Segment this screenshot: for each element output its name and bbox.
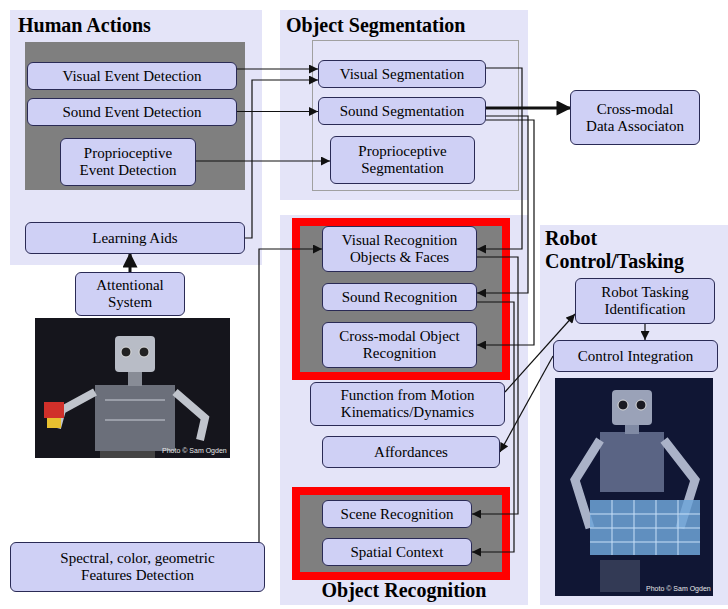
- connector-arrow: [237, 68, 318, 69]
- box-label: Attentional System: [82, 277, 178, 311]
- group-ground: [25, 42, 245, 190]
- robot-base: [600, 560, 640, 592]
- process-box: Attentional System: [75, 272, 185, 316]
- panel-ground: [280, 215, 528, 605]
- robot-head: [612, 390, 652, 425]
- box-label: Sound Recognition: [342, 289, 457, 306]
- robot-neck: [128, 370, 142, 386]
- box-label: Proprioceptive Segmentation: [337, 143, 468, 177]
- photo-ground: [35, 318, 230, 458]
- photo-credit: Photo © Sam Ogden: [646, 585, 711, 593]
- box-label: Function from Motion Kinematics/Dynamics: [317, 387, 498, 421]
- held-object: [47, 418, 61, 428]
- connector-arrow: [486, 107, 570, 110]
- process-box: Cross-modal Object Recognition: [322, 322, 477, 368]
- connector-arrow: [129, 254, 132, 272]
- highlight-frame: [296, 222, 506, 376]
- box-label: Spectral, color, geometric Features Dete…: [41, 550, 234, 584]
- connector-arrow: [644, 324, 645, 340]
- robot-eye: [121, 347, 131, 357]
- process-box: Affordances: [322, 436, 500, 468]
- box-label: Cross-modal Object Recognition: [329, 328, 470, 362]
- robot-head: [115, 336, 155, 372]
- robot-eye: [139, 347, 149, 357]
- region-panel: Object SegmentationVisual SegmentationSo…: [280, 10, 528, 200]
- connector-arrow: [477, 120, 534, 345]
- robot-photo: [555, 378, 713, 596]
- robot-torso: [95, 385, 175, 451]
- robot-torso: [600, 432, 664, 492]
- robot-detail: [105, 399, 165, 401]
- connector-arrow: [500, 356, 553, 452]
- robot-detail: [105, 419, 165, 421]
- held-object: [44, 402, 64, 418]
- process-box: Cross-modal Data Associaton: [570, 90, 700, 145]
- connector-arrow: [196, 160, 330, 161]
- connector-arrow: [477, 116, 528, 293]
- process-box: Learning Aids: [25, 222, 245, 254]
- connector-arrow: [477, 68, 522, 249]
- box-label: Visual Event Detection: [62, 68, 201, 85]
- panel-ground: [280, 10, 528, 200]
- process-box: Spatial Context: [322, 538, 472, 566]
- process-box: Proprioceptive Event Detection: [60, 138, 196, 186]
- box-label: Sound Event Detection: [62, 104, 201, 121]
- robot-arm: [175, 392, 205, 440]
- box-label: Learning Aids: [92, 230, 177, 247]
- panel-ground: [10, 10, 262, 265]
- process-box: Scene Recognition: [322, 500, 472, 528]
- box-label: Spatial Context: [351, 544, 444, 561]
- connector-arrow: [472, 302, 514, 552]
- robot-eye: [618, 400, 628, 410]
- process-box: Visual Event Detection: [27, 62, 237, 90]
- connector-arrow: [237, 111, 318, 112]
- panel-title: Object Segmentation: [286, 14, 465, 37]
- process-box: Visual Recognition Objects & Faces: [322, 226, 477, 272]
- box-label: Robot Tasking Identification: [582, 284, 708, 318]
- process-box: Sound Segmentation: [318, 97, 486, 125]
- region-panel: Object Recognition Visual Recognition Obj…: [280, 215, 528, 605]
- box-label: Sound Segmentation: [340, 103, 465, 120]
- region-panel: Human ActionsVisual Event DetectionSound…: [10, 10, 262, 265]
- process-box: Control Integration: [553, 340, 718, 372]
- box-label: Visual Recognition Objects & Faces: [329, 232, 470, 266]
- process-box: Robot Tasking Identification: [575, 278, 715, 324]
- process-box: Function from Motion Kinematics/Dynamics: [310, 382, 505, 426]
- panel-title: Object Recognition: [280, 579, 528, 602]
- process-box: Proprioceptive Segmentation: [330, 136, 475, 184]
- robot-photo: [35, 318, 230, 458]
- robot-base: [100, 451, 155, 458]
- panel-title: Robot Control/Tasking: [545, 227, 720, 273]
- photo-ground: [555, 378, 713, 596]
- process-box: Sound Recognition: [322, 283, 477, 311]
- box-label: Affordances: [374, 444, 448, 461]
- panel-ground: [540, 225, 728, 605]
- box-label: Scene Recognition: [341, 506, 454, 523]
- panel-title: Human Actions: [18, 14, 151, 37]
- keyboard-grid: [590, 500, 700, 555]
- robot-eye: [636, 400, 646, 410]
- photo-credit: Photo © Sam Ogden: [162, 447, 227, 455]
- connector-arrow: [245, 80, 318, 238]
- box-label: Cross-modal Data Associaton: [583, 101, 687, 135]
- region-panel: Robot Control/TaskingRobot Tasking Ident…: [540, 225, 728, 605]
- process-box: Sound Event Detection: [27, 98, 237, 126]
- process-box: Spectral, color, geometric Features Dete…: [10, 542, 265, 592]
- box-label: Control Integration: [578, 348, 693, 365]
- highlight-frame: [296, 491, 506, 576]
- keyboard-panel: [590, 500, 700, 555]
- box-label: Visual Segmentation: [340, 66, 465, 83]
- robot-neck: [625, 424, 639, 434]
- process-box: Visual Segmentation: [318, 60, 486, 88]
- box-label: Proprioceptive Event Detection: [67, 145, 189, 179]
